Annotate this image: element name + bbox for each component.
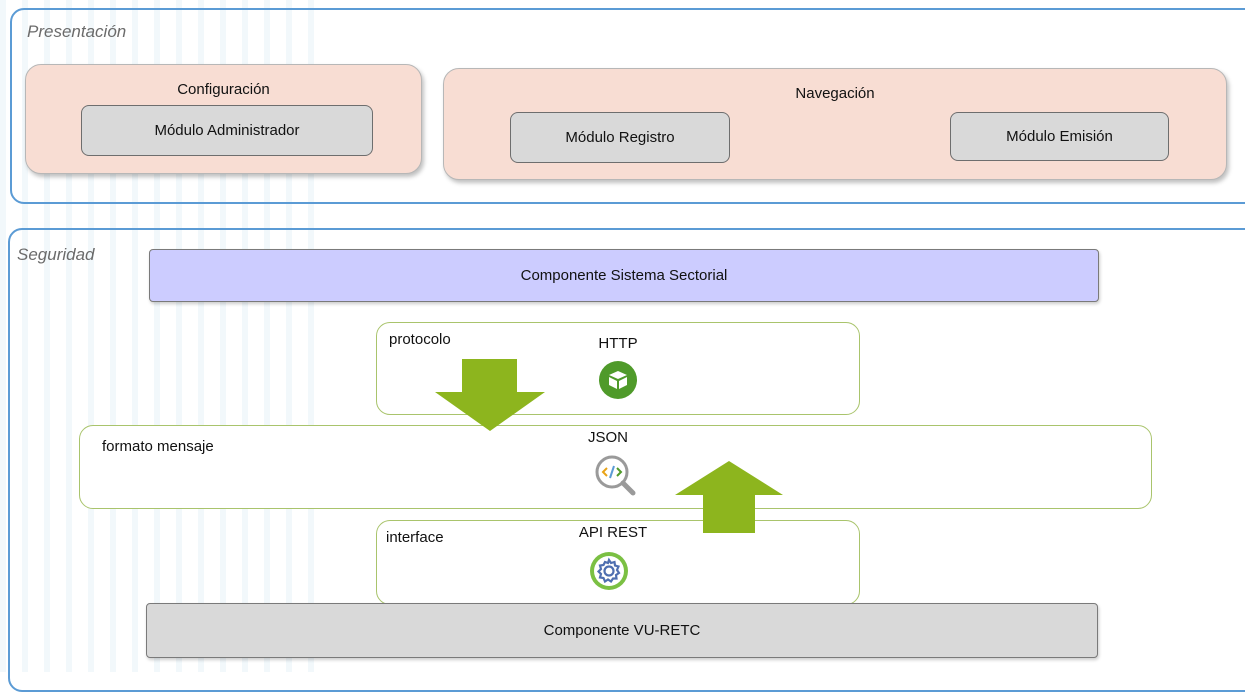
modulo-registro[interactable]: Módulo Registro xyxy=(510,112,730,163)
protocol-label: protocolo xyxy=(389,331,451,348)
interface-name: API REST xyxy=(578,524,648,541)
navegacion-title: Navegación xyxy=(795,85,875,102)
format-box: formato mensaje JSON xyxy=(79,425,1152,509)
modulo-emision[interactable]: Módulo Emisión xyxy=(950,112,1169,161)
security-layer-title: Seguridad xyxy=(17,245,95,264)
up-arrow xyxy=(675,461,783,533)
presentation-layer-title: Presentación xyxy=(27,22,127,41)
interface-label: interface xyxy=(386,529,444,546)
format-label: formato mensaje xyxy=(102,438,214,455)
navegacion-group: Navegación Módulo Registro Módulo Emisió… xyxy=(443,68,1227,180)
protocol-name: HTTP xyxy=(598,335,638,352)
configuracion-group: Configuración Módulo Administrador xyxy=(25,64,422,174)
interface-box: interface API REST xyxy=(376,520,860,605)
modulo-administrador[interactable]: Módulo Administrador xyxy=(81,105,373,156)
down-arrow xyxy=(435,359,545,431)
format-name: JSON xyxy=(587,429,628,446)
code-search-icon xyxy=(595,455,636,496)
configuracion-title: Configuración xyxy=(177,81,270,98)
box-icon xyxy=(599,361,637,399)
componente-sistema-sectorial[interactable]: Componente Sistema Sectorial xyxy=(149,249,1099,302)
gear-icon xyxy=(590,552,628,590)
presentation-layer xyxy=(10,8,1245,204)
componente-vu-retc[interactable]: Componente VU-RETC xyxy=(146,603,1098,658)
